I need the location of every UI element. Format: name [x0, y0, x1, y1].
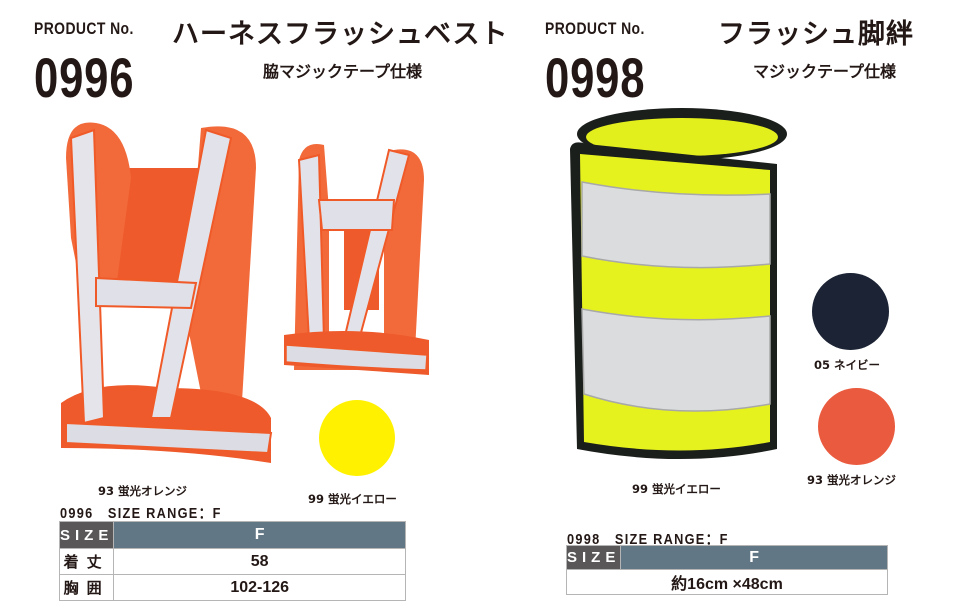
flash-leg-gaiter-image — [562, 104, 792, 474]
size-header-label: SIZE — [58, 521, 115, 549]
product-subtitle: 脇マジックテープ仕様 — [263, 62, 423, 81]
row-value-chest: 102-126 — [113, 574, 406, 601]
color-label-yellow: 99 蛍光イエロー — [308, 492, 397, 506]
product-title: ハーネスフラッシュベスト — [172, 19, 509, 50]
product-number: 0996 — [34, 46, 135, 109]
color-swatch-yellow — [319, 400, 395, 476]
harness-vest-back-image — [284, 140, 434, 390]
product-number: 0998 — [545, 46, 646, 109]
product-label: PRODUCT No. — [545, 19, 645, 38]
size-header-value: F — [620, 545, 888, 570]
size-table: SIZE F 着丈 58 胸囲 102-126 — [58, 521, 406, 601]
size-range: 0996 SIZE RANGE：F — [60, 505, 222, 522]
size-range: 0998 SIZE RANGE：F — [567, 531, 729, 548]
row-value-length: 58 — [113, 548, 406, 575]
size-table: SIZE F 約16cm ×48cm — [565, 545, 888, 595]
color-swatch-orange — [818, 388, 895, 465]
size-header-value: F — [113, 521, 406, 549]
harness-vest-image — [56, 118, 276, 478]
color-label-orange: 93 蛍光オレンジ — [98, 484, 188, 498]
color-label-navy: 05 ネイビー — [814, 358, 881, 372]
color-label-yellow: 99 蛍光イエロー — [632, 482, 721, 496]
size-header-label: SIZE — [565, 545, 622, 570]
product-label: PRODUCT No. — [34, 19, 134, 38]
color-label-orange: 93 蛍光オレンジ — [807, 473, 897, 487]
color-swatch-navy — [812, 273, 889, 350]
product-title: フラッシュ脚絆 — [718, 19, 914, 50]
row-label-chest: 胸囲 — [58, 574, 115, 601]
row-label-length: 着丈 — [58, 548, 115, 575]
row-value-dimensions: 約16cm ×48cm — [566, 569, 888, 595]
product-subtitle: マジックテープ仕様 — [753, 62, 897, 81]
